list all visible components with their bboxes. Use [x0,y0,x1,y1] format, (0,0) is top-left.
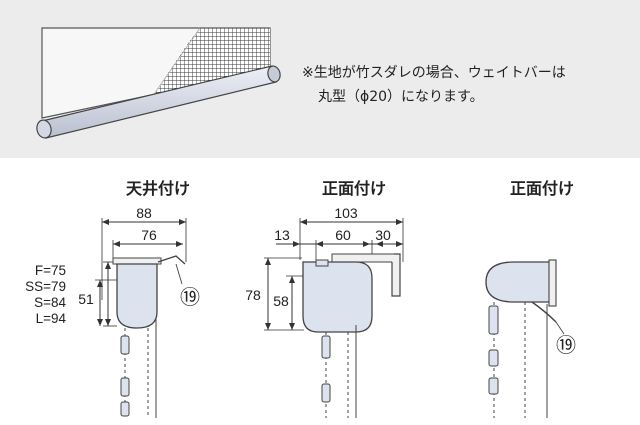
dim-outer-height: 78 [245,287,261,303]
title-front-mount: 正面付け [321,179,387,198]
dim-overall-width: 103 [334,205,358,221]
dim-left-offset: 13 [274,227,290,243]
head-box [485,261,551,303]
dim-middle-width: 60 [335,227,351,243]
note-line-2: 丸型（ϕ20）になります。 [318,89,484,105]
dim-height: 51 [78,291,94,307]
size-label-l: L=94 [36,311,67,326]
dim-inner-width: 76 [141,227,157,243]
bamboo-mesh [150,28,270,100]
dim-overall-width: 88 [136,205,152,221]
part-number-callout: ⑲ [556,334,576,357]
size-label-f: F=75 [35,263,66,278]
weight-bar-end [36,119,52,139]
mounting-bracket [548,259,557,307]
note-line-1: ※生地が竹スダレの場合、ウェイトバーは [302,65,566,81]
front-mount-side-diagram: ⑲ [485,259,576,418]
weight-bar-illustration [36,27,281,139]
size-label-ss: SS=79 [25,279,66,294]
head-box [116,263,158,329]
mounting-bracket [331,253,399,263]
part-number-callout: ⑲ [180,286,200,309]
front-mount-diagram: 103 13 60 30 78 58 [245,205,404,418]
title-ceiling-mount: 天井付け [125,179,191,198]
dim-right-width: 30 [375,227,391,243]
dim-inner-height: 58 [273,293,289,309]
bracket-clip [157,255,186,265]
title-front-mount-side: 正面付け [509,179,575,198]
size-label-s: S=84 [34,295,66,310]
head-box [302,261,373,333]
mounting-bracket [112,257,162,265]
ceiling-mount-diagram: 88 76 51 F=75 SS=79 S=84 L=94 ⑲ [25,205,200,418]
